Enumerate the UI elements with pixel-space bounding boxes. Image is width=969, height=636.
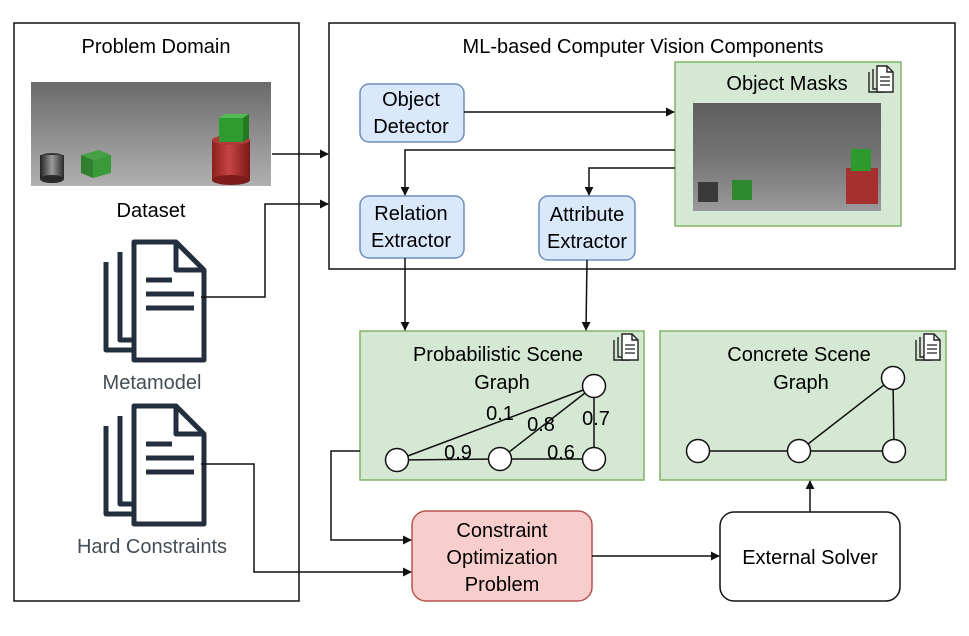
object-masks-image xyxy=(693,103,881,211)
attribute-extractor-label-line2: Extractor xyxy=(547,231,627,253)
object-masks-title: Object Masks xyxy=(726,73,847,95)
edge-weight-label: 0.7 xyxy=(582,408,610,430)
problem-domain-title: Problem Domain xyxy=(82,36,231,58)
object-detector-label-line1: Object xyxy=(382,89,440,111)
hard-constraints-to-constraint-arrow xyxy=(201,463,412,577)
attribute-extractor-label-line1: Attribute xyxy=(550,204,624,226)
concrete-scene-graph-document-icon xyxy=(915,333,941,361)
probabilistic-scene-graph-document-icon xyxy=(613,333,639,361)
graph-edge xyxy=(499,385,595,460)
relation-extractor-box: Relation Extractor xyxy=(359,195,465,259)
relation-extractor-label-line2: Extractor xyxy=(371,230,451,252)
object-detector-box: Object Detector xyxy=(359,83,465,143)
object-masks-box: Object Masks xyxy=(674,61,902,227)
metamodel-label: Metamodel xyxy=(103,372,202,394)
graph-edge xyxy=(798,377,894,452)
concrete-scene-graph-box: Concrete Scene Graph xyxy=(659,330,947,481)
attribute-extractor-box: Attribute Extractor xyxy=(538,195,636,261)
dataset-image xyxy=(31,82,271,186)
probabilistic-scene-graph-box: Probabilistic Scene Graph 0.1 0.8 0.7 0.… xyxy=(359,330,645,481)
concrete-scene-graph-title-line1: Concrete Scene xyxy=(727,344,870,366)
probabilistic-scene-graph-title-line2: Graph xyxy=(474,372,530,394)
hard-constraints-label: Hard Constraints xyxy=(77,536,227,558)
graph-node xyxy=(880,365,906,391)
edge-weight-label: 0.8 xyxy=(527,414,555,436)
probabilistic-scene-graph-title-line1: Probabilistic Scene xyxy=(413,344,583,366)
dataset-label: Dataset xyxy=(117,200,186,222)
graph-node xyxy=(487,446,513,472)
graph-node xyxy=(581,373,607,399)
object-detector-label-line2: Detector xyxy=(373,116,449,138)
edge-weight-label: 0.6 xyxy=(547,442,575,464)
relation-extractor-label-line1: Relation xyxy=(374,203,447,225)
concrete-scene-graph-title-line2: Graph xyxy=(773,372,829,394)
edge-weight-label: 0.1 xyxy=(486,403,514,425)
graph-edge xyxy=(396,385,595,461)
constraint-optimization-problem-box: Constraint Optimization Problem xyxy=(411,510,593,602)
graph-edge xyxy=(396,458,501,461)
graph-node xyxy=(786,438,812,464)
graph-node xyxy=(881,438,907,464)
probabilistic-to-constraint-arrow xyxy=(330,450,412,545)
constraint-optimization-label-line3: Problem xyxy=(465,574,539,596)
graph-node xyxy=(384,447,410,473)
object-masks-document-icon xyxy=(868,65,894,93)
hard-constraints-document-icon xyxy=(106,406,204,524)
attribute-to-probabilistic-arrow xyxy=(581,259,591,331)
masks-to-relation-arrow xyxy=(400,149,675,196)
metamodel-document-icon xyxy=(106,242,204,360)
graph-node xyxy=(685,438,711,464)
external-solver-label: External Solver xyxy=(742,547,878,569)
constraint-optimization-label-line2: Optimization xyxy=(446,547,557,569)
external-solver-box: External Solver xyxy=(719,511,901,602)
edge-weight-label: 0.9 xyxy=(444,442,472,464)
constraint-optimization-label-line1: Constraint xyxy=(456,520,548,542)
graph-node xyxy=(581,446,607,472)
metamodel-to-ml-arrow xyxy=(201,199,329,298)
ml-components-title: ML-based Computer Vision Components xyxy=(463,36,824,58)
masks-to-attribute-arrow xyxy=(584,167,675,196)
